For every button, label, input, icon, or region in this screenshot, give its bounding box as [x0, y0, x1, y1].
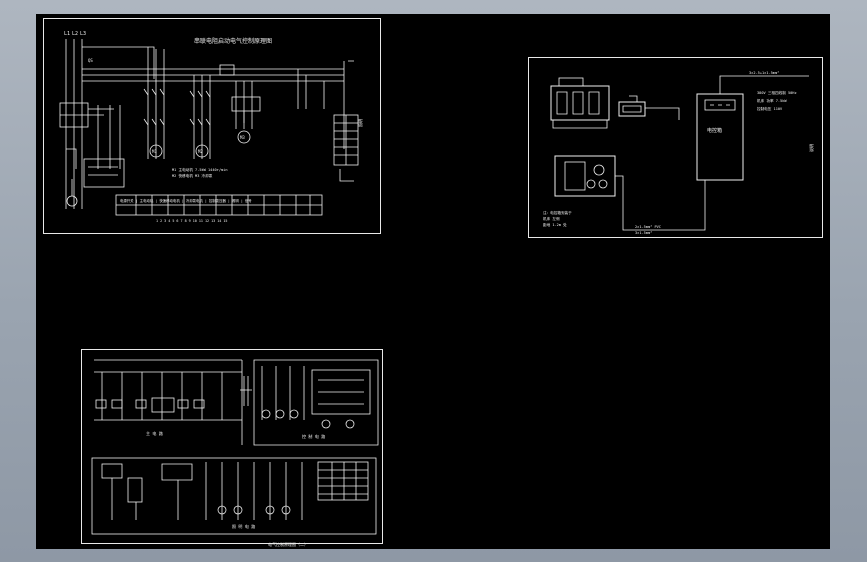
sheet-b-note-1: 注：电控箱安装于: [543, 210, 572, 215]
layout-b-drawing: 电控箱 3×2.5+1×1.5mm² 2×1.5mm² PVC 3×1.5mm²…: [543, 71, 814, 235]
layout-sheet-b[interactable]: 电控箱 3×2.5+1×1.5mm² 2×1.5mm² PVC 3×1.5mm²…: [528, 57, 823, 238]
spec-line-3: 控制电压 110V: [757, 106, 783, 111]
breaker-label: QS: [88, 58, 93, 63]
spec-line-1: 380V 三相四线制 50Hz: [757, 90, 797, 95]
svg-text:M1: M1: [152, 149, 157, 154]
svg-text:照明: 照明: [358, 119, 363, 127]
svg-text:M3: M3: [240, 135, 245, 140]
control-cabinet-label: 电控箱: [707, 127, 722, 134]
sheet-a-note-1: M1 主电动机 7.5kW 1440r/min: [172, 167, 227, 172]
phase-label-2: L2: [72, 31, 78, 37]
svg-text:1 2 3 4 5 6 7 8 9 10 11 12 13: 1 2 3 4 5 6 7 8 9 10 11 12 13 14 15: [156, 219, 227, 223]
spec-line-2: 机床 功率 7.5kW: [757, 98, 787, 103]
sheet-c-title: 电气控制原理图（二）: [268, 541, 308, 547]
sheet-a-note-2: M2 快移电机 M3 冷却泵: [172, 173, 213, 178]
cable-bottom-1: 2×1.5mm² PVC: [635, 225, 661, 229]
sheet-a-title: 串联电阻启动电气控制原理图: [194, 37, 272, 45]
schematic-sheet-c[interactable]: 主 电 路 控 制 电 路: [81, 349, 383, 547]
schematic-c-drawing: 主 电 路 控 制 电 路: [91, 359, 379, 547]
cable-bottom-2: 3×1.5mm²: [635, 231, 652, 235]
sheet-a-table-row: 电源开关 | 主电动机 | 快速移动电机 | 冷却泵电机 | 控制变压器 | 照…: [120, 198, 252, 203]
sheet-c-subtitle-mid: 控 制 电 路: [302, 433, 325, 439]
sheet-b-note-2: 机床 左侧: [543, 216, 560, 221]
svg-text:说明: 说明: [808, 144, 814, 152]
phase-label-3: L3: [80, 31, 86, 37]
schematic-sheet-a[interactable]: L1 L2 L3 串联电阻启动电气控制原理图 QS M1 M2 M3: [43, 18, 381, 234]
sheet-c-subtitle-upper: 主 电 路: [146, 430, 163, 436]
svg-text:M2: M2: [198, 149, 203, 154]
phase-label-1: L1: [64, 31, 70, 37]
sheet-b-note-3: 距地 1.2m 处: [543, 222, 567, 227]
schematic-a-drawing: L1 L2 L3 串联电阻启动电气控制原理图 QS M1 M2 M3: [59, 31, 363, 223]
cable-top-label: 3×2.5+1×1.5mm²: [749, 71, 779, 75]
drawing-canvas[interactable]: L1 L2 L3 串联电阻启动电气控制原理图 QS M1 M2 M3: [36, 14, 830, 549]
sheet-c-label-lower: 照 明 电 路: [232, 523, 255, 529]
